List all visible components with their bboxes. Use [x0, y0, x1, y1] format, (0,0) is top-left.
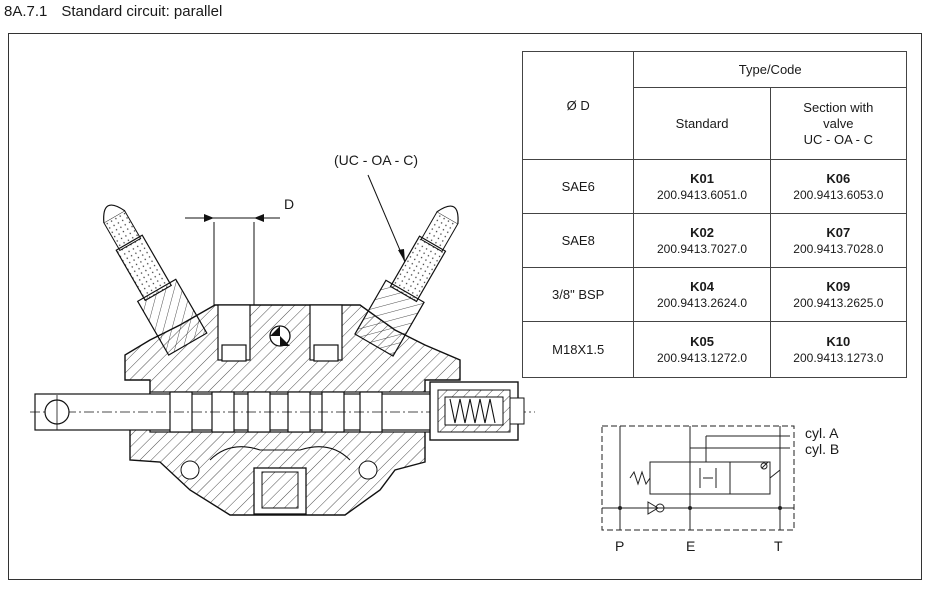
part-number: 200.9413.1272.0 [657, 350, 748, 365]
code: K05 [690, 333, 714, 349]
drawing-frame [8, 33, 922, 580]
header-section-line3: UC - OA - C [803, 131, 874, 147]
cyl-a-label: cyl. A [805, 425, 839, 441]
code: K07 [826, 224, 851, 240]
code: K09 [826, 278, 851, 294]
section-title: Standard circuit: parallel [61, 3, 223, 20]
size-cell: SAE8 [521, 213, 635, 268]
hydraulic-schematic [601, 425, 795, 531]
size-cell: M18X1.5 [521, 321, 635, 378]
work-port-left [217, 304, 251, 362]
table-subheader-row: Standard Section with valve UC - OA - C [523, 87, 908, 160]
section-heading: 8A.7.1 Standard circuit: parallel [4, 3, 222, 20]
port-p-label: P [615, 538, 625, 554]
header-section-line2: valve [823, 115, 854, 131]
code: K06 [826, 170, 851, 186]
table-header-row: Ø D Type/Code [521, 51, 907, 160]
port-e-label: E [686, 538, 696, 554]
cyl-b-label: cyl. B [805, 441, 840, 457]
header-diameter: Ø D [521, 51, 635, 160]
return-spring [449, 398, 496, 424]
valve-label: (UC - OA - C) [334, 152, 418, 168]
left-fitting [103, 204, 208, 356]
part-number: 200.9413.2624.0 [657, 295, 748, 310]
part-number: 200.9413.1273.0 [793, 350, 884, 365]
dimension-label: D [284, 196, 295, 212]
header-section-line1: Section with [803, 99, 874, 115]
part-number: 200.9413.7027.0 [657, 241, 748, 256]
code: K10 [826, 333, 851, 349]
spool-lands [169, 391, 383, 433]
type-code-table: Ø D Type/Code Standard Section with valv… [521, 51, 908, 378]
header-section-with-valve: Section with valve UC - OA - C [769, 87, 908, 160]
right-fitting [354, 205, 459, 357]
code: K02 [690, 224, 714, 240]
header-standard: Standard [633, 87, 771, 160]
code: K01 [690, 170, 714, 186]
code: K04 [690, 278, 714, 294]
port-t-label: T [774, 538, 783, 554]
valve-leader-line [367, 174, 406, 263]
work-port-right [309, 304, 343, 362]
header-typecode: Type/Code [633, 51, 907, 88]
section-number: 8A.7.1 [4, 3, 48, 20]
size-cell: 3/8" BSP [521, 267, 635, 322]
part-number: 200.9413.6053.0 [793, 187, 884, 202]
part-number: 200.9413.6051.0 [657, 187, 748, 202]
schematic-nodes [618, 506, 782, 510]
part-number: 200.9413.2625.0 [793, 295, 884, 310]
size-cell: SAE6 [521, 159, 635, 214]
part-number: 200.9413.7028.0 [793, 241, 884, 256]
